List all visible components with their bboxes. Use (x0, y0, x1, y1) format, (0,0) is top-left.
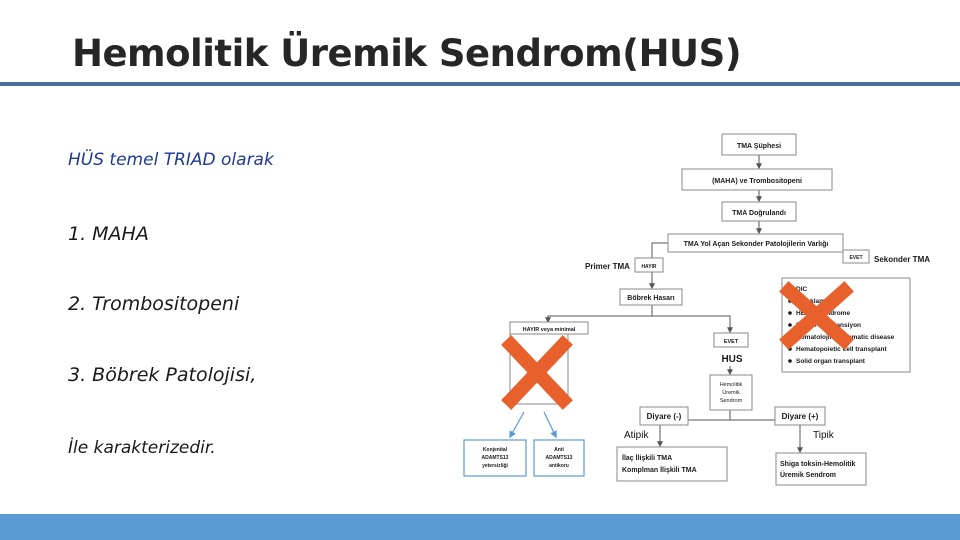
text-shiga-2: Üremik Sendrom (780, 470, 836, 479)
triad-item-bobrek: 3. Böbrek Patolojisi, (68, 364, 257, 386)
box-evet-mid (713, 332, 749, 348)
text-secondary-7: Solid organ transplant (796, 358, 866, 365)
text-konjenital-3: yetersizliği (482, 463, 508, 469)
text-tma-dogrulandi: TMA Doğrulandı (732, 210, 786, 217)
triad-conclusion: İle karakterizedir. (68, 438, 216, 458)
text-ilac-tma: İlaç İlişkili TMA (622, 454, 672, 462)
triad-item-trombositopeni: 2. Trombositopeni (68, 293, 240, 315)
text-secondary-1: DIC (796, 286, 808, 293)
text-diyare-neg: Diyare (-) (647, 412, 682, 421)
text-secondary-2: Preeklampsi (796, 298, 834, 305)
text-shiga-1: Shiga toksin-Hemolitik (780, 461, 856, 468)
text-komplman-tma: Komplman İlişkili TMA (622, 466, 697, 474)
label-tipik: Tipik (813, 430, 835, 441)
box-atipik-results (616, 446, 728, 482)
box-evet-top (842, 249, 870, 264)
text-acquired-3: antikoru (549, 463, 569, 469)
box-konjenital (463, 439, 527, 477)
text-konjenital-2: ADAMTS13 (482, 455, 509, 461)
box-hemolitik (709, 374, 753, 411)
box-bobrek-hasari (619, 288, 683, 306)
slide-title: Hemolitik Üremik Sendrom(HUS) (72, 32, 742, 75)
cross-mark-right-icon (779, 281, 854, 350)
text-secondary-6: Hematopoietic cell transplant (796, 346, 887, 353)
title-underline (0, 82, 960, 86)
text-tma-suphesi: TMA Şüphesi (737, 143, 781, 150)
box-acquired (533, 439, 585, 477)
text-hayir-top: HAYIR (641, 264, 656, 270)
cross-mark-left-icon (501, 335, 573, 410)
text-evet-mid: EVET (724, 339, 739, 345)
box-tma-suphesi (721, 133, 797, 156)
text-maha-trombositopeni: (MAHA) ve Trombositopeni (712, 178, 802, 185)
text-sekonder-tma: Sekonder TMA (874, 255, 930, 264)
text-hemolitik-2: Üremik (722, 389, 740, 396)
box-diyare-pos (774, 406, 826, 426)
triad-heading: HÜS temel TRIAD olarak (68, 150, 274, 170)
text-hemolitik-1: Hemolitik (720, 382, 743, 388)
footer-bar (0, 514, 960, 540)
text-evet-top: EVET (849, 255, 862, 261)
text-hayir-minimal: HAYIR veya minimal (523, 327, 576, 333)
box-diyare-neg (639, 406, 689, 426)
text-hemolitik-3: Sendrom (720, 398, 743, 404)
box-hayir-top (634, 257, 664, 273)
text-acquired-1: Anti (554, 447, 564, 453)
box-sekonder-patolojiler (667, 233, 844, 253)
triad-item-maha: 1. MAHA (68, 223, 149, 245)
text-bobrek-hasari: Böbrek Hasarı (627, 295, 675, 302)
text-diyare-pos: Diyare (+) (782, 412, 819, 421)
text-konjenital-1: Konjenital (483, 447, 508, 453)
box-tma-dogrulandi (721, 201, 797, 222)
text-primer-tma: Primer TMA (585, 262, 630, 271)
box-maha-trombositopeni (681, 168, 833, 191)
box-shiga (775, 452, 867, 486)
text-acquired-2: ADAMTS13 (546, 455, 573, 461)
text-hus: HUS (721, 354, 742, 365)
text-sekonder-patolojiler: TMA Yol Açan Sekonder Patolojilerin Varl… (684, 241, 829, 248)
label-atipik: Atipik (624, 430, 649, 441)
